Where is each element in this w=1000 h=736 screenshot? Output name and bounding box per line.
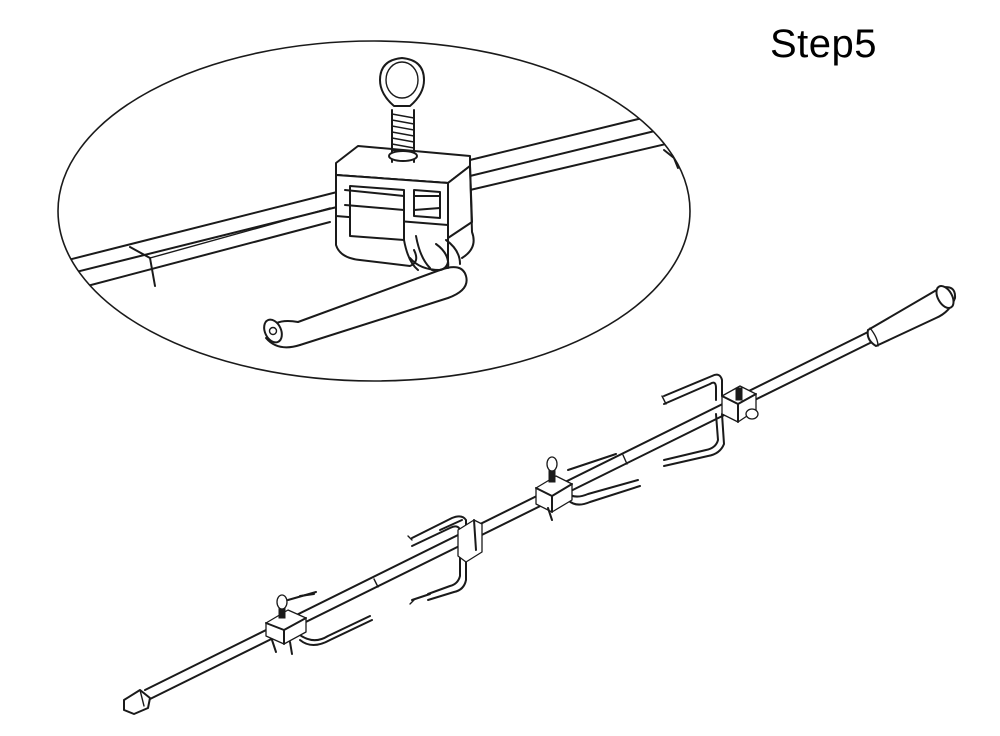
spit-rod: [123, 331, 873, 715]
spit-handle: [866, 285, 957, 347]
assembly-full: [123, 285, 957, 715]
detail-clamp-bracket: [335, 145, 475, 272]
fork-1: [265, 591, 373, 655]
detail-wing-screw: [379, 57, 425, 163]
fork-2: [407, 515, 483, 605]
fork-3: [535, 453, 641, 521]
step-label: Step5: [770, 22, 878, 66]
detail-callout: [57, 40, 691, 382]
fork-4: [661, 373, 759, 467]
